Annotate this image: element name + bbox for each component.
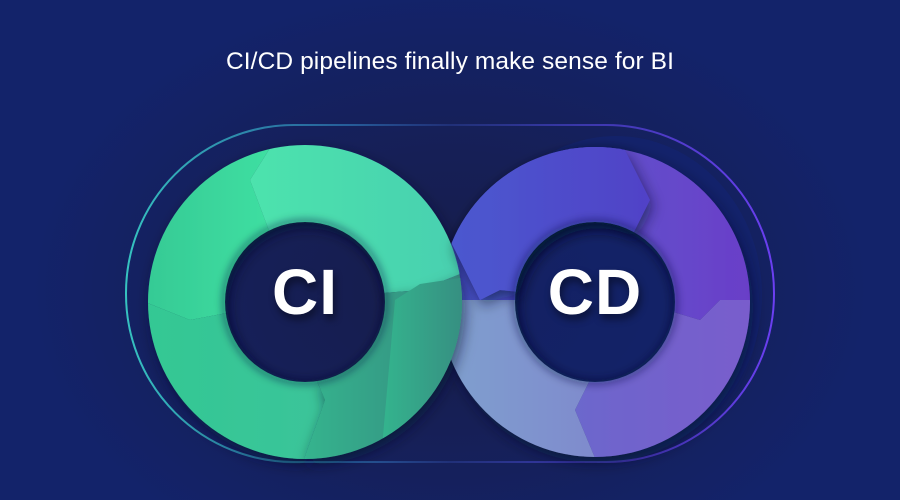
cd-segment-deploy bbox=[575, 300, 760, 470]
cd-segment-release bbox=[600, 140, 760, 320]
cd-label: CD bbox=[547, 256, 643, 328]
ci-segment-build bbox=[250, 140, 470, 300]
ci-segment-code bbox=[140, 140, 295, 320]
ci-segment-test bbox=[140, 300, 325, 470]
ci-ring bbox=[140, 140, 470, 470]
ci-label: CI bbox=[272, 256, 338, 328]
headline: CI/CD pipelines finally make sense for B… bbox=[225, 48, 674, 75]
